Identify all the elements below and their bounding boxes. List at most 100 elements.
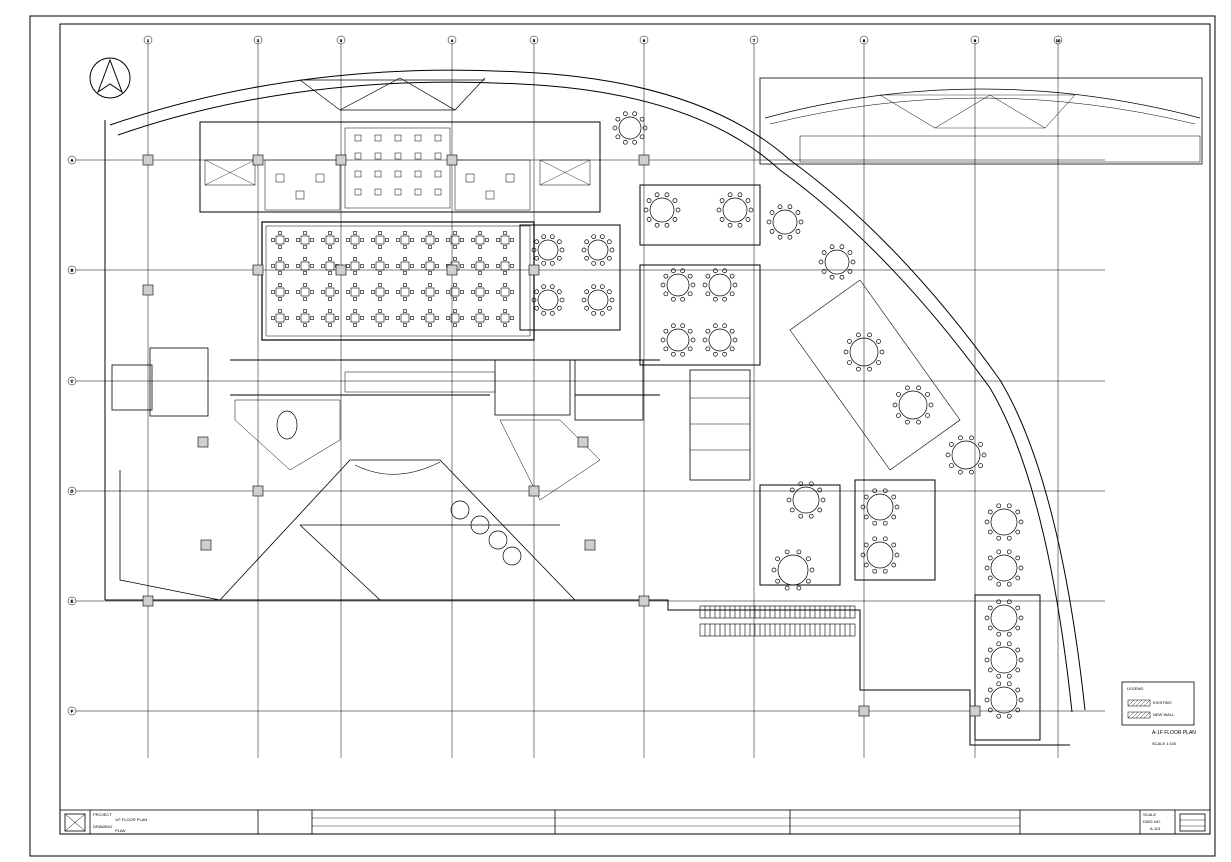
chair [503, 245, 507, 249]
chair [856, 332, 861, 338]
chair [729, 346, 735, 352]
chair [335, 316, 339, 320]
chair [435, 238, 439, 242]
table [414, 170, 422, 178]
chair [896, 413, 901, 418]
chair [559, 247, 565, 253]
chair [549, 260, 555, 266]
table [275, 235, 285, 245]
chair [705, 273, 711, 279]
chair [428, 271, 432, 275]
chair [987, 667, 993, 673]
table [325, 261, 335, 271]
chair [984, 519, 990, 525]
drawing-caption: A-1F FLOOR PLAN [1152, 730, 1196, 736]
chair [378, 245, 382, 249]
table [350, 313, 360, 323]
table [354, 188, 362, 196]
round-table [866, 541, 894, 569]
lobby-seat [488, 530, 508, 550]
chair [996, 641, 1002, 647]
chair [328, 257, 332, 261]
chair [428, 257, 432, 261]
chair [503, 323, 507, 327]
chair [769, 210, 775, 215]
chair [360, 290, 364, 294]
column [335, 264, 347, 276]
chair [584, 289, 590, 295]
chair [916, 385, 921, 391]
chair [296, 238, 300, 242]
chair [478, 257, 482, 261]
chair [663, 328, 669, 334]
chair [795, 210, 801, 215]
round-table [990, 604, 1018, 632]
chair [321, 290, 325, 294]
table [425, 235, 435, 245]
chair [949, 463, 954, 468]
chair [371, 238, 375, 242]
drawing-caption-scale: SCALE 1:100 [1152, 741, 1177, 746]
chair [453, 323, 457, 327]
chair [485, 264, 489, 268]
chair [328, 271, 332, 275]
chair [534, 305, 540, 311]
chair [722, 323, 727, 329]
chair [471, 316, 475, 320]
chair [705, 291, 711, 297]
chair [713, 296, 718, 302]
round-table [649, 197, 675, 223]
drawing-frame [59, 23, 1211, 835]
chair [660, 337, 666, 343]
chair [891, 494, 897, 500]
table [465, 173, 475, 183]
round-table [537, 289, 559, 311]
chair [591, 310, 597, 316]
chair [609, 297, 615, 303]
chair [732, 282, 738, 288]
column [335, 154, 347, 166]
column [252, 154, 264, 166]
round-table [777, 554, 809, 586]
table [425, 313, 435, 323]
chair [745, 198, 751, 203]
table [354, 134, 362, 142]
table [425, 261, 435, 271]
table [325, 235, 335, 245]
chair [987, 625, 993, 631]
chair [1015, 605, 1021, 611]
chair [771, 567, 777, 573]
round-table [708, 328, 732, 352]
chair [531, 297, 537, 303]
chair [503, 309, 507, 313]
table [354, 152, 362, 160]
chair [1015, 667, 1021, 673]
chair [702, 337, 708, 343]
chair [303, 257, 307, 261]
column [584, 539, 596, 551]
chair [378, 323, 382, 327]
service-rooms [111, 347, 751, 481]
table [375, 261, 385, 271]
chair [606, 239, 612, 245]
chair [732, 337, 738, 343]
chair [421, 316, 425, 320]
north-arrow-icon [89, 57, 131, 99]
chair [478, 271, 482, 275]
table [434, 170, 442, 178]
chair [1015, 625, 1021, 631]
table [450, 313, 460, 323]
chair [503, 231, 507, 235]
chair [296, 316, 300, 320]
chair [872, 536, 878, 542]
chair [310, 316, 314, 320]
chair [882, 520, 888, 526]
chair [928, 402, 934, 408]
chair [421, 238, 425, 242]
chair [303, 323, 307, 327]
chair [996, 503, 1002, 509]
chair [385, 290, 389, 294]
column [197, 436, 209, 448]
chair [1015, 575, 1021, 581]
chair [748, 207, 754, 213]
